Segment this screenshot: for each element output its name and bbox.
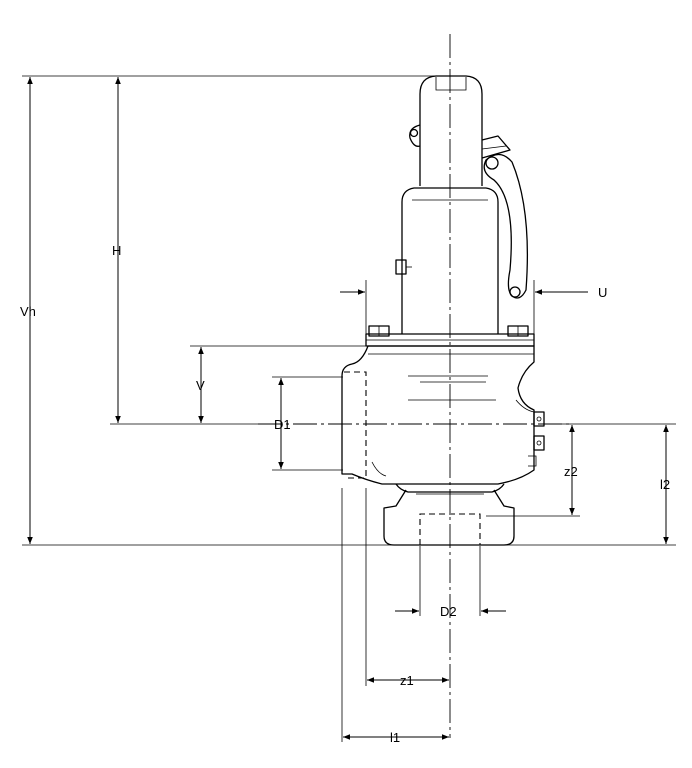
valve-cap [419, 75, 483, 186]
bonnet-plug [395, 259, 407, 275]
label-z1: z1 [400, 673, 414, 688]
label-h: H [112, 243, 121, 258]
inlet-neck [395, 483, 505, 493]
label-vh: Vh [20, 304, 36, 319]
label-z2: z2 [564, 464, 578, 479]
label-u: U [598, 285, 607, 300]
drain-plug-upper [533, 411, 545, 427]
inlet-bore-hidden [419, 513, 481, 545]
valve-body [341, 75, 545, 546]
dimension-lines [27, 77, 669, 740]
label-l1: l1 [390, 730, 400, 745]
center-lines [258, 34, 570, 738]
drain-plug-lower [533, 435, 545, 451]
dimension-labels: Vh H V D1 U z2 l2 D2 z1 l1 [20, 243, 670, 745]
main-body [341, 345, 535, 485]
inlet-passage-hidden [344, 371, 367, 479]
label-d1: D1 [274, 417, 291, 432]
bonnet [401, 187, 499, 334]
label-v: V [196, 378, 205, 393]
cap-lug [409, 124, 421, 147]
inlet-flange [383, 489, 515, 546]
lifting-lever [483, 153, 529, 299]
label-d2: D2 [440, 604, 457, 619]
extension-lines [22, 75, 676, 742]
label-l2: l2 [660, 477, 670, 492]
